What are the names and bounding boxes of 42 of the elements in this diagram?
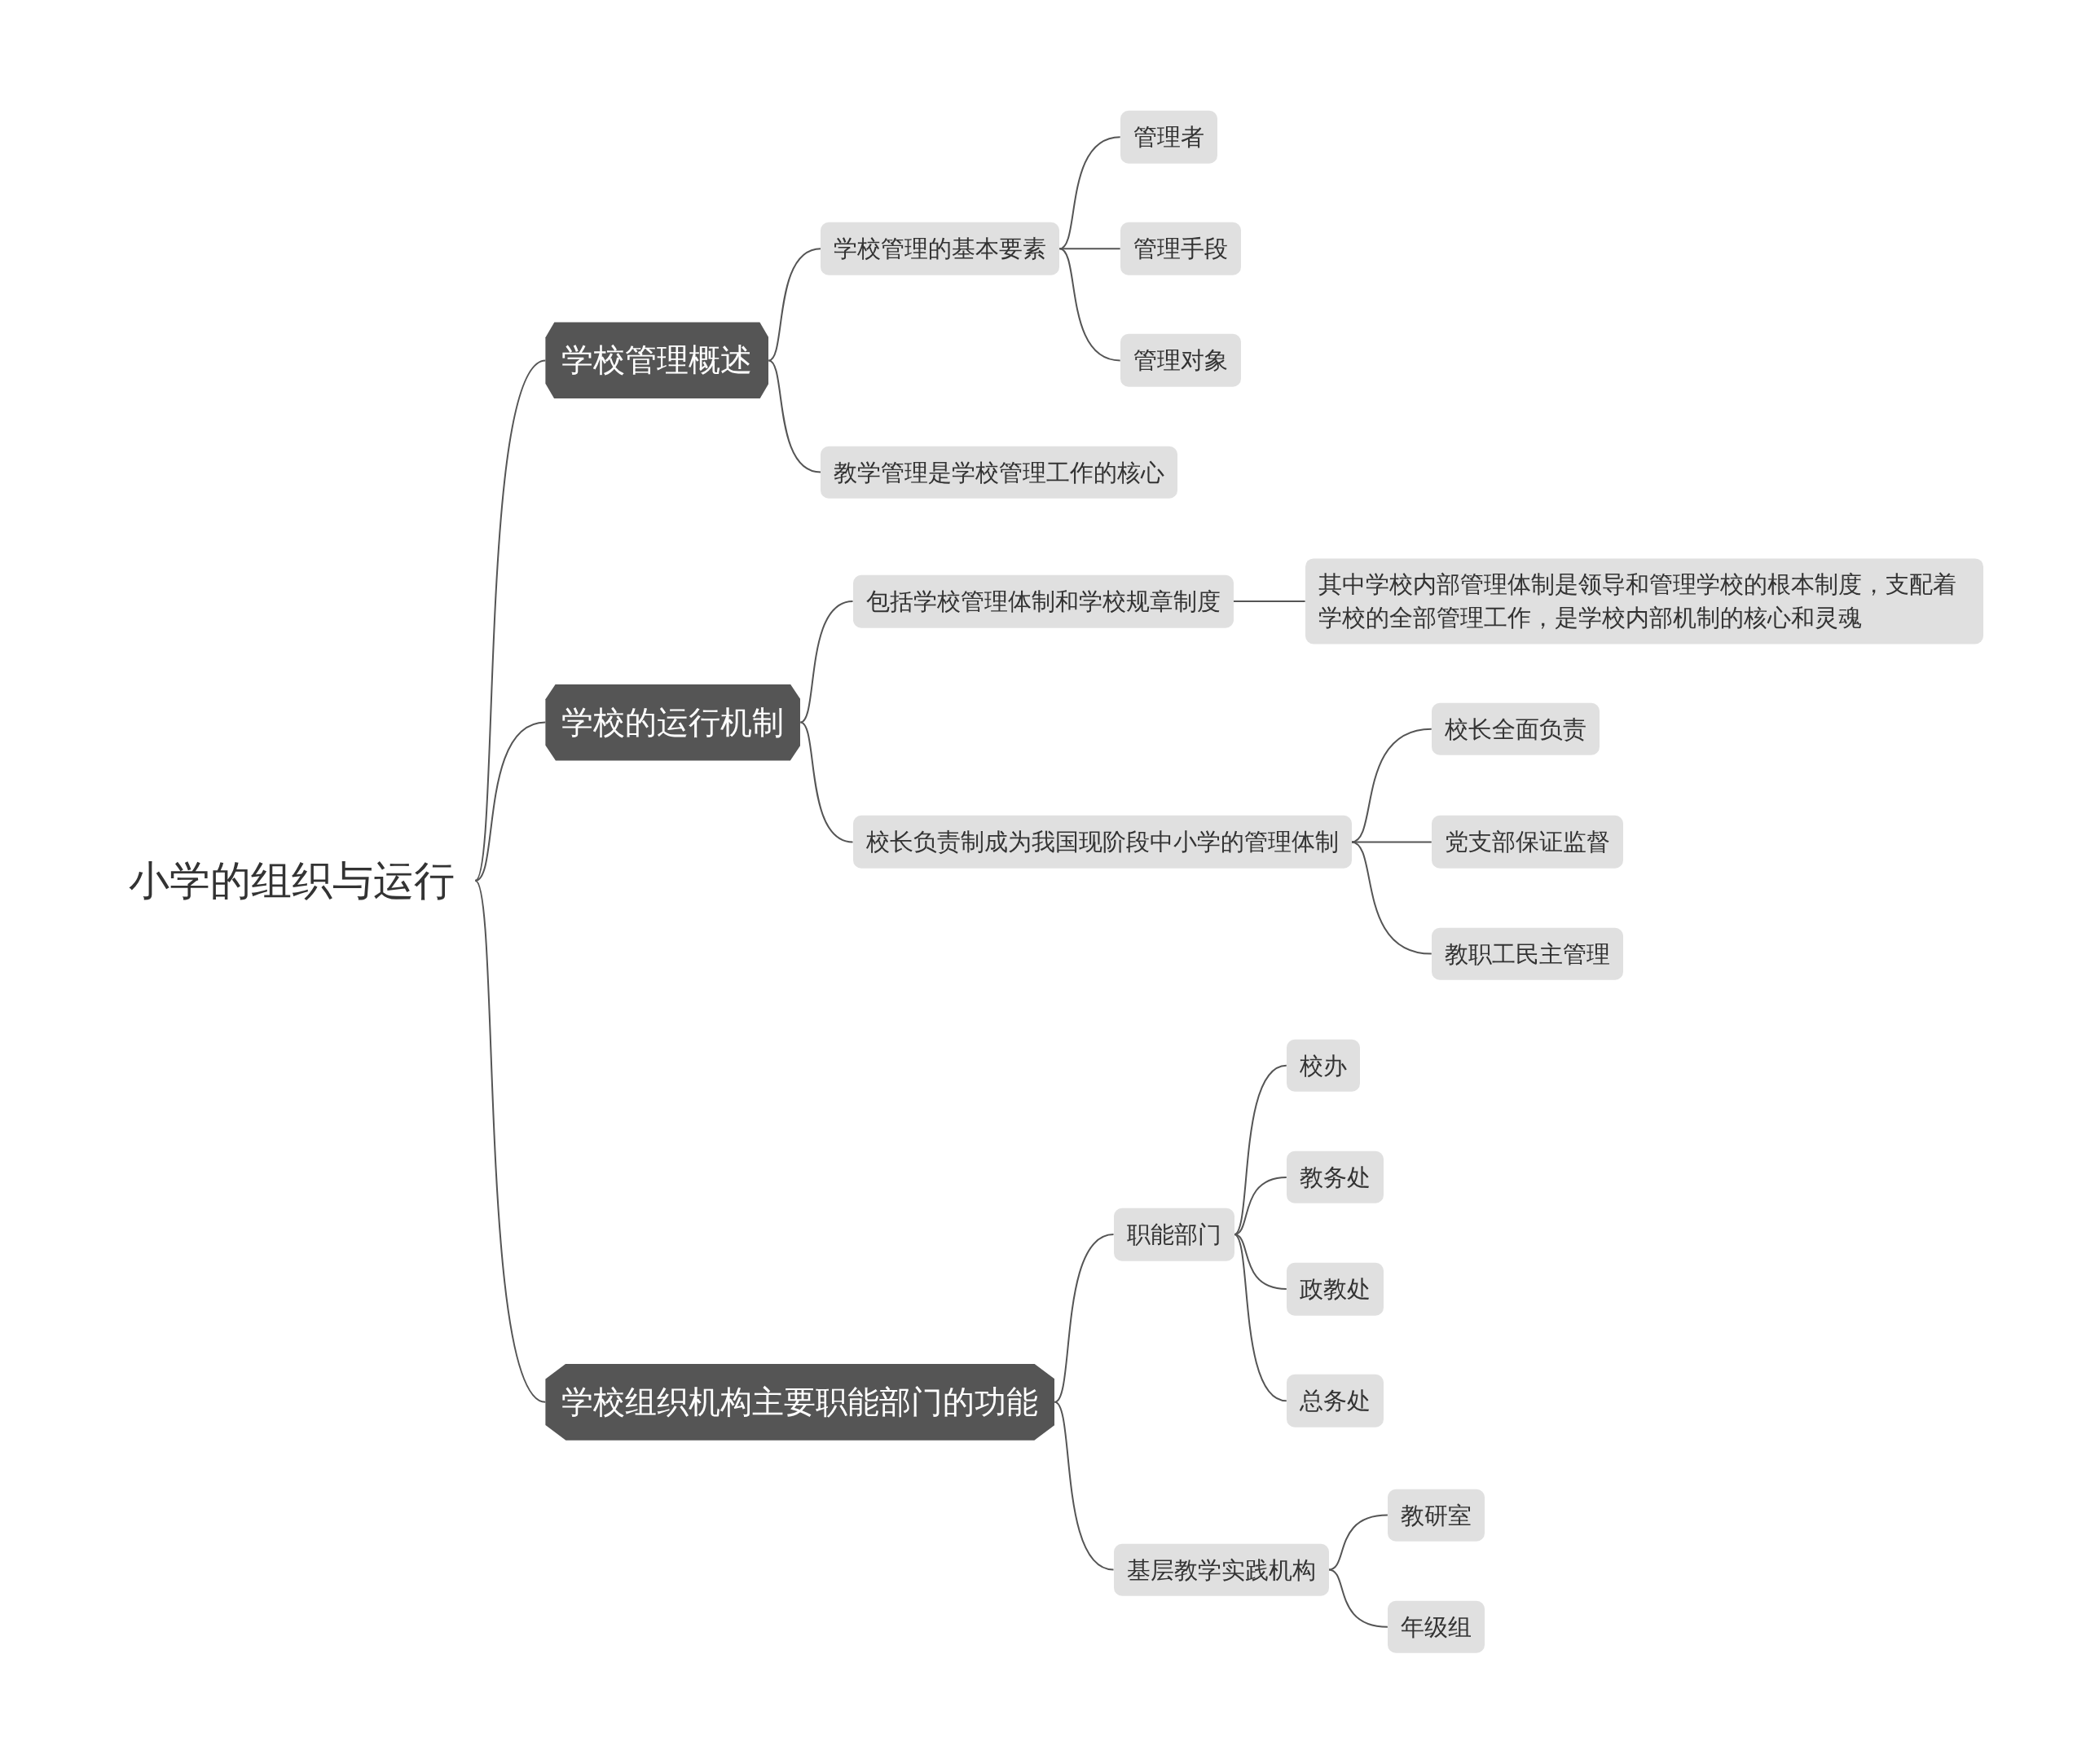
connector-line: [474, 879, 547, 1403]
subtopic-box: 校长全面负责: [1431, 702, 1600, 755]
connector-line: [1233, 1234, 1287, 1291]
connector-line: [799, 721, 854, 843]
subtopic-box: 管理者: [1120, 110, 1217, 164]
connector-line: [1054, 1401, 1115, 1571]
connector-line: [768, 248, 822, 362]
subtopic-box: 学校管理的基本要素: [821, 222, 1060, 275]
subtopic-box: 年级组: [1387, 1600, 1485, 1654]
connector-line: [1233, 1064, 1287, 1236]
connector-line: [1350, 841, 1432, 955]
subtopic-box: 教务处: [1286, 1150, 1384, 1204]
connector-line: [1054, 1234, 1115, 1403]
subtopic-box: 管理对象: [1120, 334, 1241, 387]
connector-line: [474, 721, 547, 882]
subtopic-box: 总务处: [1286, 1374, 1384, 1427]
connector-line: [799, 600, 854, 724]
main-topic-box: 学校管理概述: [545, 322, 769, 399]
subtopic-box: 包括学校管理体制和学校规章制度: [852, 574, 1234, 628]
subtopic-box: 教职工民主管理: [1431, 927, 1623, 980]
subtopic-box: 教学管理是学校管理工作的核心: [821, 446, 1178, 499]
subtopic-box: 政教处: [1286, 1262, 1384, 1316]
connector-line: [1232, 600, 1306, 602]
subtopic-box: 教研室: [1387, 1489, 1485, 1542]
subtopic-box: 基层教学实践机构: [1113, 1543, 1329, 1596]
main-topic-box: 学校组织机构主要职能部门的功能: [545, 1363, 1055, 1441]
subtopic-box: 校办: [1286, 1039, 1360, 1093]
connector-line: [1058, 248, 1121, 250]
subtopic-box: 职能部门: [1113, 1208, 1234, 1261]
subtopic-box: 校长负责制成为我国现阶段中小学的管理体制: [852, 816, 1352, 869]
connector-line: [1058, 248, 1121, 362]
connector-line: [768, 359, 822, 473]
subtopic-box: 管理手段: [1120, 222, 1241, 275]
central-topic: 小学的组织与运行: [129, 853, 455, 908]
main-topic-box: 学校的运行机制: [545, 684, 801, 761]
connector-line: [1327, 1568, 1388, 1628]
subtopic-box: 其中学校内部管理体制是领导和管理学校的根本制度，支配着学校的全部管理工作，是学校内部机制的核心和灵魂: [1305, 558, 1983, 644]
connector-line: [1350, 841, 1432, 843]
connector-line: [1327, 1514, 1388, 1571]
subtopic-box: 党支部保证监督: [1431, 816, 1623, 869]
connector-line: [474, 359, 547, 882]
connector-line: [1233, 1234, 1287, 1402]
